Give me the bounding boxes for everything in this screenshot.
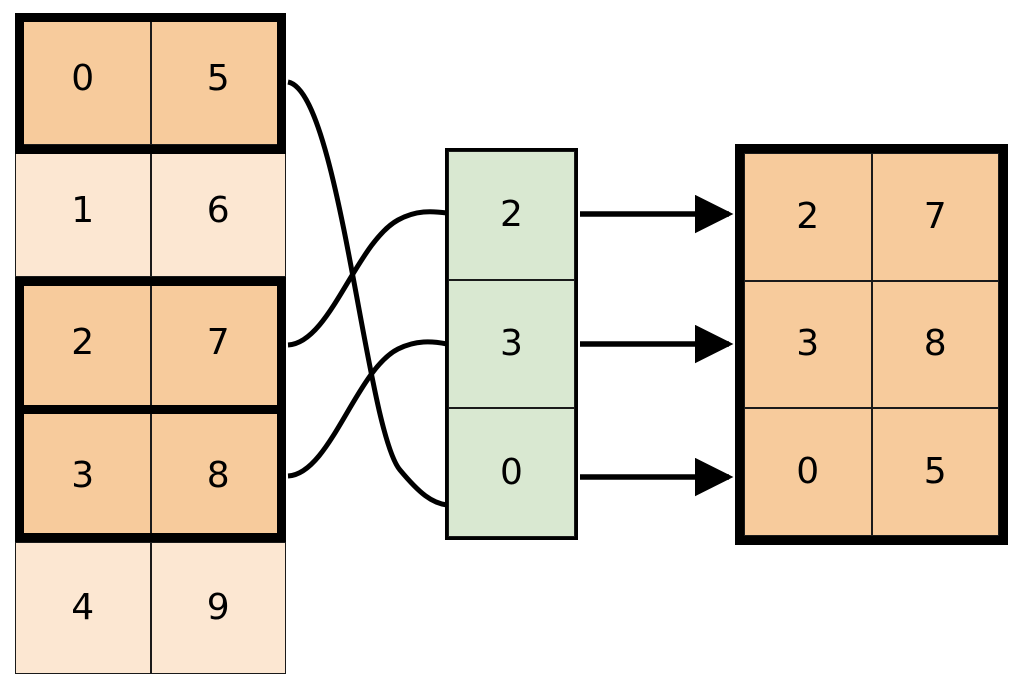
result-array-table: 2 7 3 8 0 5	[735, 144, 1008, 545]
source-row-highlight-0	[15, 13, 286, 154]
source-cell-r0c0: 0	[15, 13, 151, 146]
index-cell-0: 2	[448, 151, 575, 280]
result-cell-r1c1: 8	[871, 280, 999, 409]
source-cell-r4c0: 4	[15, 541, 151, 674]
result-cell-r2c1: 5	[871, 408, 999, 536]
index-cell-2: 0	[448, 408, 575, 537]
source-array-table: 0 5 1 6 2 7 3 8 4 9	[15, 13, 286, 674]
source-cell-r1c0: 1	[15, 145, 151, 278]
index-cell-1: 3	[448, 279, 575, 409]
source-cell-r3c1: 8	[150, 409, 286, 542]
source-cell-r0c1: 5	[150, 13, 286, 146]
curve-source3-to-index1	[287, 339, 448, 479]
source-cell-r3c0: 3	[15, 409, 151, 542]
result-cell-r0c0: 2	[744, 153, 872, 281]
result-cell-r1c0: 3	[744, 280, 872, 409]
result-cell-r2c0: 0	[744, 408, 872, 536]
source-cell-r2c0: 2	[15, 277, 151, 410]
source-row-highlight-divider	[15, 405, 286, 414]
curve-source2-to-index0	[287, 209, 448, 348]
curve-source0-to-index2	[287, 79, 448, 508]
source-cell-r4c1: 9	[150, 541, 286, 674]
source-cell-r1c1: 6	[150, 145, 286, 278]
result-cell-r0c1: 7	[871, 153, 999, 281]
index-array-table: 2 3 0	[445, 148, 578, 540]
